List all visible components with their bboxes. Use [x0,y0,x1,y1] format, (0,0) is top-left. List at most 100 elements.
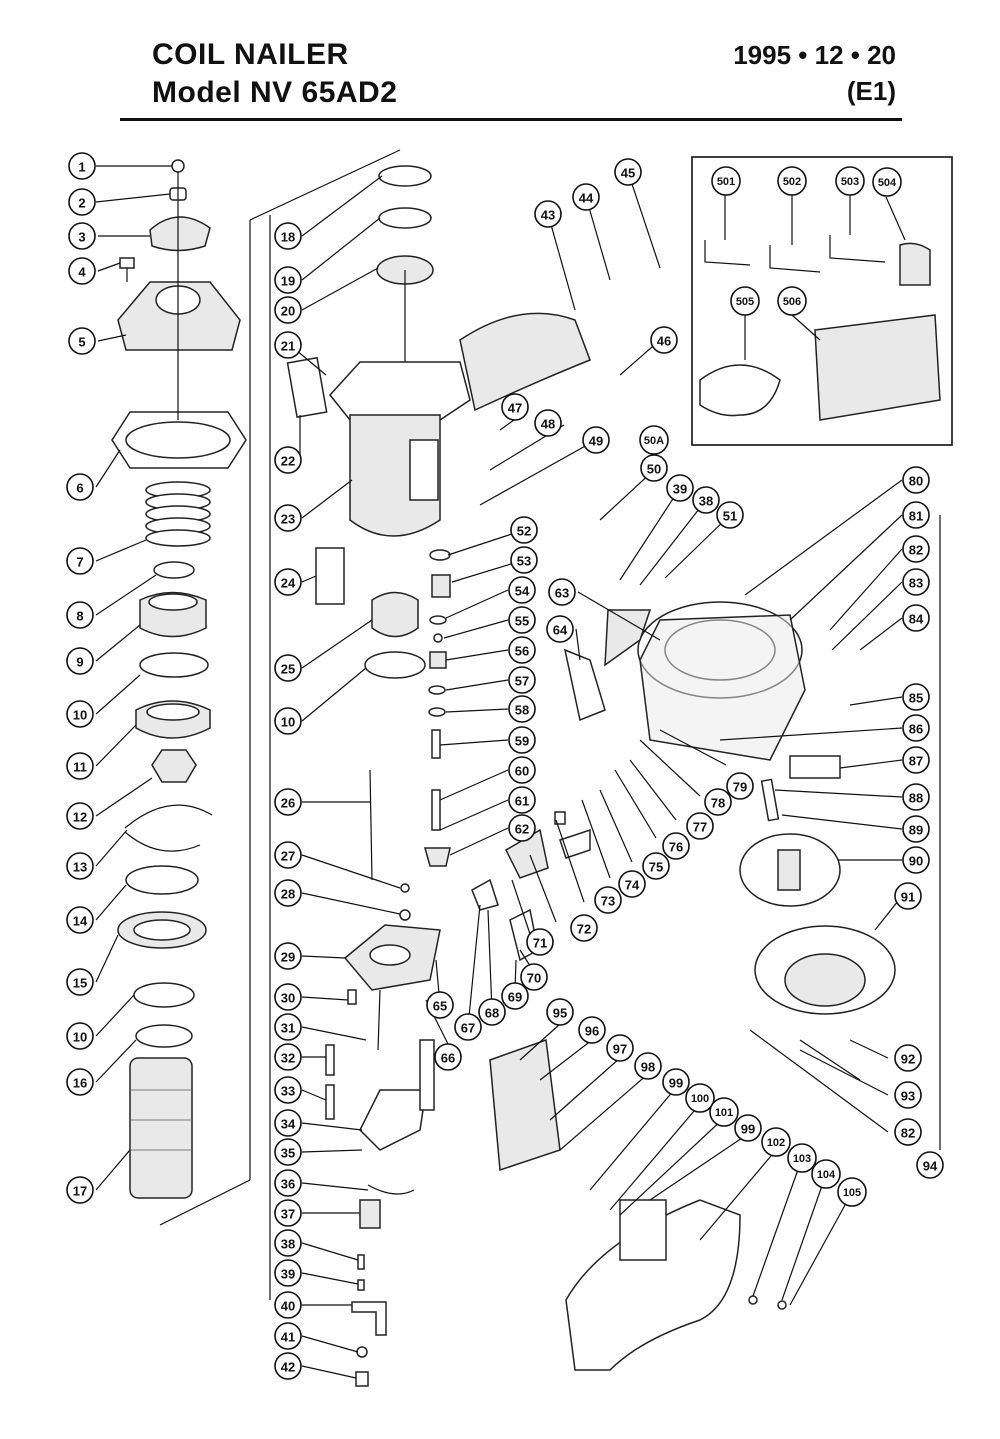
part-callout-4: 4 [68,257,96,285]
callout-number: 13 [73,860,87,875]
part-callout-64: 64 [546,615,574,643]
callout-circle [902,683,930,711]
edition-code: (E1) [846,76,896,106]
callout-circle [68,152,96,180]
callout-number: 37 [281,1207,295,1222]
callout-number: 99 [741,1122,755,1137]
callout-number: 71 [533,936,547,951]
callout-number: 12 [73,810,87,825]
part-callout-58: 58 [508,695,536,723]
callout-circle [634,1052,662,1080]
callout-number: 7 [76,555,83,570]
callout-circle [716,501,744,529]
callout-circle [902,746,930,774]
callout-number: 39 [673,482,687,497]
callout-circle [526,928,554,956]
callout-number: 102 [767,1137,785,1149]
callout-number: 59 [515,734,529,749]
part-callout-38: 38 [692,486,720,514]
callout-circle [478,998,506,1026]
callout-circle [894,1118,922,1146]
callout-number: 10 [73,708,87,723]
callout-circle [501,393,529,421]
part-callout-1: 1 [68,152,96,180]
callout-number: 81 [909,509,923,524]
part-callout-105: 105 [837,1177,867,1207]
callout-circle [66,752,94,780]
callout-number: 96 [585,1024,599,1039]
callout-circle [510,546,538,574]
callout-circle [274,446,302,474]
part-callout-23: 23 [274,504,302,532]
part-callout-21: 21 [274,331,302,359]
part-callout-27: 27 [274,841,302,869]
callout-number: 97 [613,1042,627,1057]
callout-number: 53 [517,554,531,569]
callout-circle [508,726,536,754]
part-callout-19: 19 [274,266,302,294]
part-callout-78: 78 [704,788,732,816]
part-callout-41: 41 [274,1322,302,1350]
part-callout-12: 12 [66,802,94,830]
callout-circle [66,647,94,675]
issue-date: 1995 • 12 • 20 [733,40,896,70]
callout-circle [508,636,536,664]
part-callout-39: 39 [274,1259,302,1287]
callout-circle [274,1291,302,1319]
part-callout-36: 36 [274,1169,302,1197]
part-callout-15: 15 [66,968,94,996]
callout-circle [274,568,302,596]
callout-circle [787,1143,817,1173]
callout-number: 57 [515,674,529,689]
callout-number: 3 [78,230,85,245]
callout-circle [546,615,574,643]
part-callout-505: 505 [730,286,760,316]
part-callout-31: 31 [274,1013,302,1041]
part-callout-501: 501 [711,166,741,196]
callout-circle [709,1097,739,1127]
part-callout-49: 49 [582,426,610,454]
callout-number: 1 [78,160,85,175]
callout-number: 86 [909,722,923,737]
callout-number: 504 [878,177,897,189]
callout-number: 41 [281,1330,295,1345]
callout-circle [66,1176,94,1204]
callout-number: 61 [515,794,529,809]
callout-number: 8 [76,609,83,624]
part-callout-9: 9 [66,647,94,675]
callout-number: 45 [621,166,635,181]
callout-number: 38 [281,1237,295,1252]
callout-number: 83 [909,576,923,591]
callout-circle [546,998,574,1026]
callout-circle [68,188,96,216]
part-callout-25: 25 [274,654,302,682]
callout-circle [711,166,741,196]
part-callout-70: 70 [520,963,548,991]
callout-number: 101 [715,1107,733,1119]
callout-number: 75 [649,860,663,875]
part-callout-3: 3 [68,222,96,250]
callout-number: 27 [281,849,295,864]
accessories-box [691,156,953,446]
part-callout-10: 10 [66,1022,94,1050]
callout-number: 82 [909,543,923,558]
callout-circle [534,409,562,437]
callout-number: 105 [843,1187,861,1199]
callout-circle [274,654,302,682]
callout-number: 26 [281,796,295,811]
callout-circle [274,1199,302,1227]
callout-circle [902,714,930,742]
callout-circle [66,906,94,934]
part-callout-69: 69 [501,982,529,1010]
callout-circle [66,1068,94,1096]
title-line-2: Model NV 65AD2 [152,76,398,109]
part-callout-24: 24 [274,568,302,596]
callout-number: 47 [508,401,522,416]
callout-circle [274,1229,302,1257]
callout-number: 64 [553,623,568,638]
callout-number: 39 [281,1267,295,1282]
callout-circle [570,914,598,942]
callout-circle [726,772,754,800]
part-callout-17: 17 [66,1176,94,1204]
callout-circle [534,200,562,228]
